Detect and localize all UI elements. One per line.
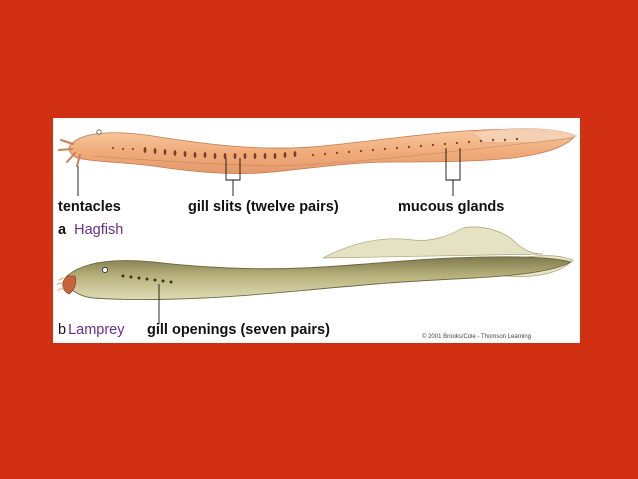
mucous-glands-bracket [445, 148, 461, 196]
hagfish-leader-lines [77, 148, 461, 196]
tentacles-label: tentacles [58, 199, 121, 215]
lamprey-eye [101, 266, 109, 274]
copyright-credit: © 2001 Brooks/Cole - Thomson Learning [422, 334, 532, 340]
panel-b-species-name: Lamprey [68, 322, 125, 338]
panel-a-caption: a Hagfish [58, 222, 123, 238]
hagfish-drawing [58, 128, 578, 196]
lamprey-drawing [56, 226, 574, 324]
anatomy-illustration [56, 128, 578, 324]
lamprey-mouth [62, 275, 77, 295]
gill-slits-bracket [225, 158, 241, 196]
hagfish-gill-slits [143, 147, 297, 159]
hagfish-lamprey-figure: tentacles gill slits (twelve pairs) muco… [53, 118, 580, 343]
gill-openings-label: gill openings (seven pairs) [147, 322, 330, 338]
panel-a-letter: a [58, 222, 67, 238]
lamprey-oral-teeth [56, 277, 64, 291]
tentacles-drawing [58, 139, 81, 167]
lamprey-dorsal-fin [322, 226, 544, 259]
hagfish-body [68, 128, 576, 175]
hagfish-lateral-line [92, 137, 574, 167]
hagfish-fin [472, 128, 578, 143]
hagfish-eye [96, 129, 102, 135]
gill-slits-label: gill slits (twelve pairs) [188, 199, 339, 215]
panel-a-species-name: Hagfish [74, 222, 124, 238]
mucous-glands-label: mucous glands [398, 199, 505, 215]
lamprey-body [66, 256, 573, 300]
hagfish-mucous-glands [111, 137, 519, 157]
panel-b-letter: b [58, 322, 67, 338]
lamprey-gill-openings [121, 274, 173, 284]
